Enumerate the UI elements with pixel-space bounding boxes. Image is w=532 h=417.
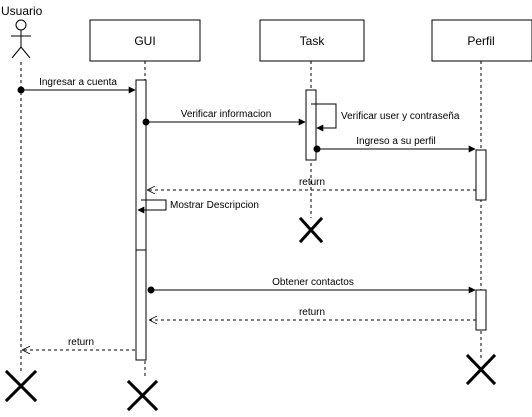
message-verificar-informacion: Verificar informacion xyxy=(142,109,306,126)
message-return-2: return xyxy=(150,307,476,320)
destroy-x-icon xyxy=(126,379,159,412)
activation-bar xyxy=(305,89,317,161)
participant-gui: GUI xyxy=(89,19,201,376)
actor-usuario: Usuario xyxy=(1,4,43,372)
participant-task: Task xyxy=(259,19,365,218)
destroy-x-icon xyxy=(298,216,324,244)
message-verificar-user: Verificar user y contraseña xyxy=(311,103,460,132)
participant-label: Perfil xyxy=(467,34,494,48)
message-label: Verificar informacion xyxy=(181,109,272,120)
message-label: Ingresar a cuenta xyxy=(39,77,117,88)
message-ingreso-a-su-perfil: Ingreso a su perfil xyxy=(313,136,476,153)
activation-bar xyxy=(475,149,487,201)
activation-bar xyxy=(475,289,487,331)
message-mostrar-descripcion: Mostrar Descripcion xyxy=(137,199,259,214)
participant-perfil: Perfil xyxy=(431,19,532,358)
message-label: Verificar user y contraseña xyxy=(341,111,460,122)
message-label: Ingreso a su perfil xyxy=(356,136,436,147)
actor-stick-figure-icon xyxy=(11,19,31,59)
message-obtener-contactos: Obtener contactos xyxy=(147,277,476,294)
message-label: return xyxy=(68,337,94,348)
actor-label: Usuario xyxy=(1,4,43,18)
message-return-1: return xyxy=(148,177,476,190)
message-label: return xyxy=(299,177,325,188)
participant-box xyxy=(259,19,365,62)
message-label: Obtener contactos xyxy=(272,277,354,288)
message-label: return xyxy=(299,307,325,318)
destroy-x-icon xyxy=(465,353,497,386)
destroy-x-icon xyxy=(4,369,38,403)
message-return-3: return xyxy=(23,337,135,350)
participant-box xyxy=(431,19,532,62)
message-label: Mostrar Descripcion xyxy=(170,200,259,211)
participant-label: Task xyxy=(300,34,326,48)
activation-bar xyxy=(135,79,147,361)
participant-box xyxy=(89,19,201,62)
participant-label: GUI xyxy=(134,34,155,48)
message-ingresar-a-cuenta: Ingresar a cuenta xyxy=(17,77,136,94)
